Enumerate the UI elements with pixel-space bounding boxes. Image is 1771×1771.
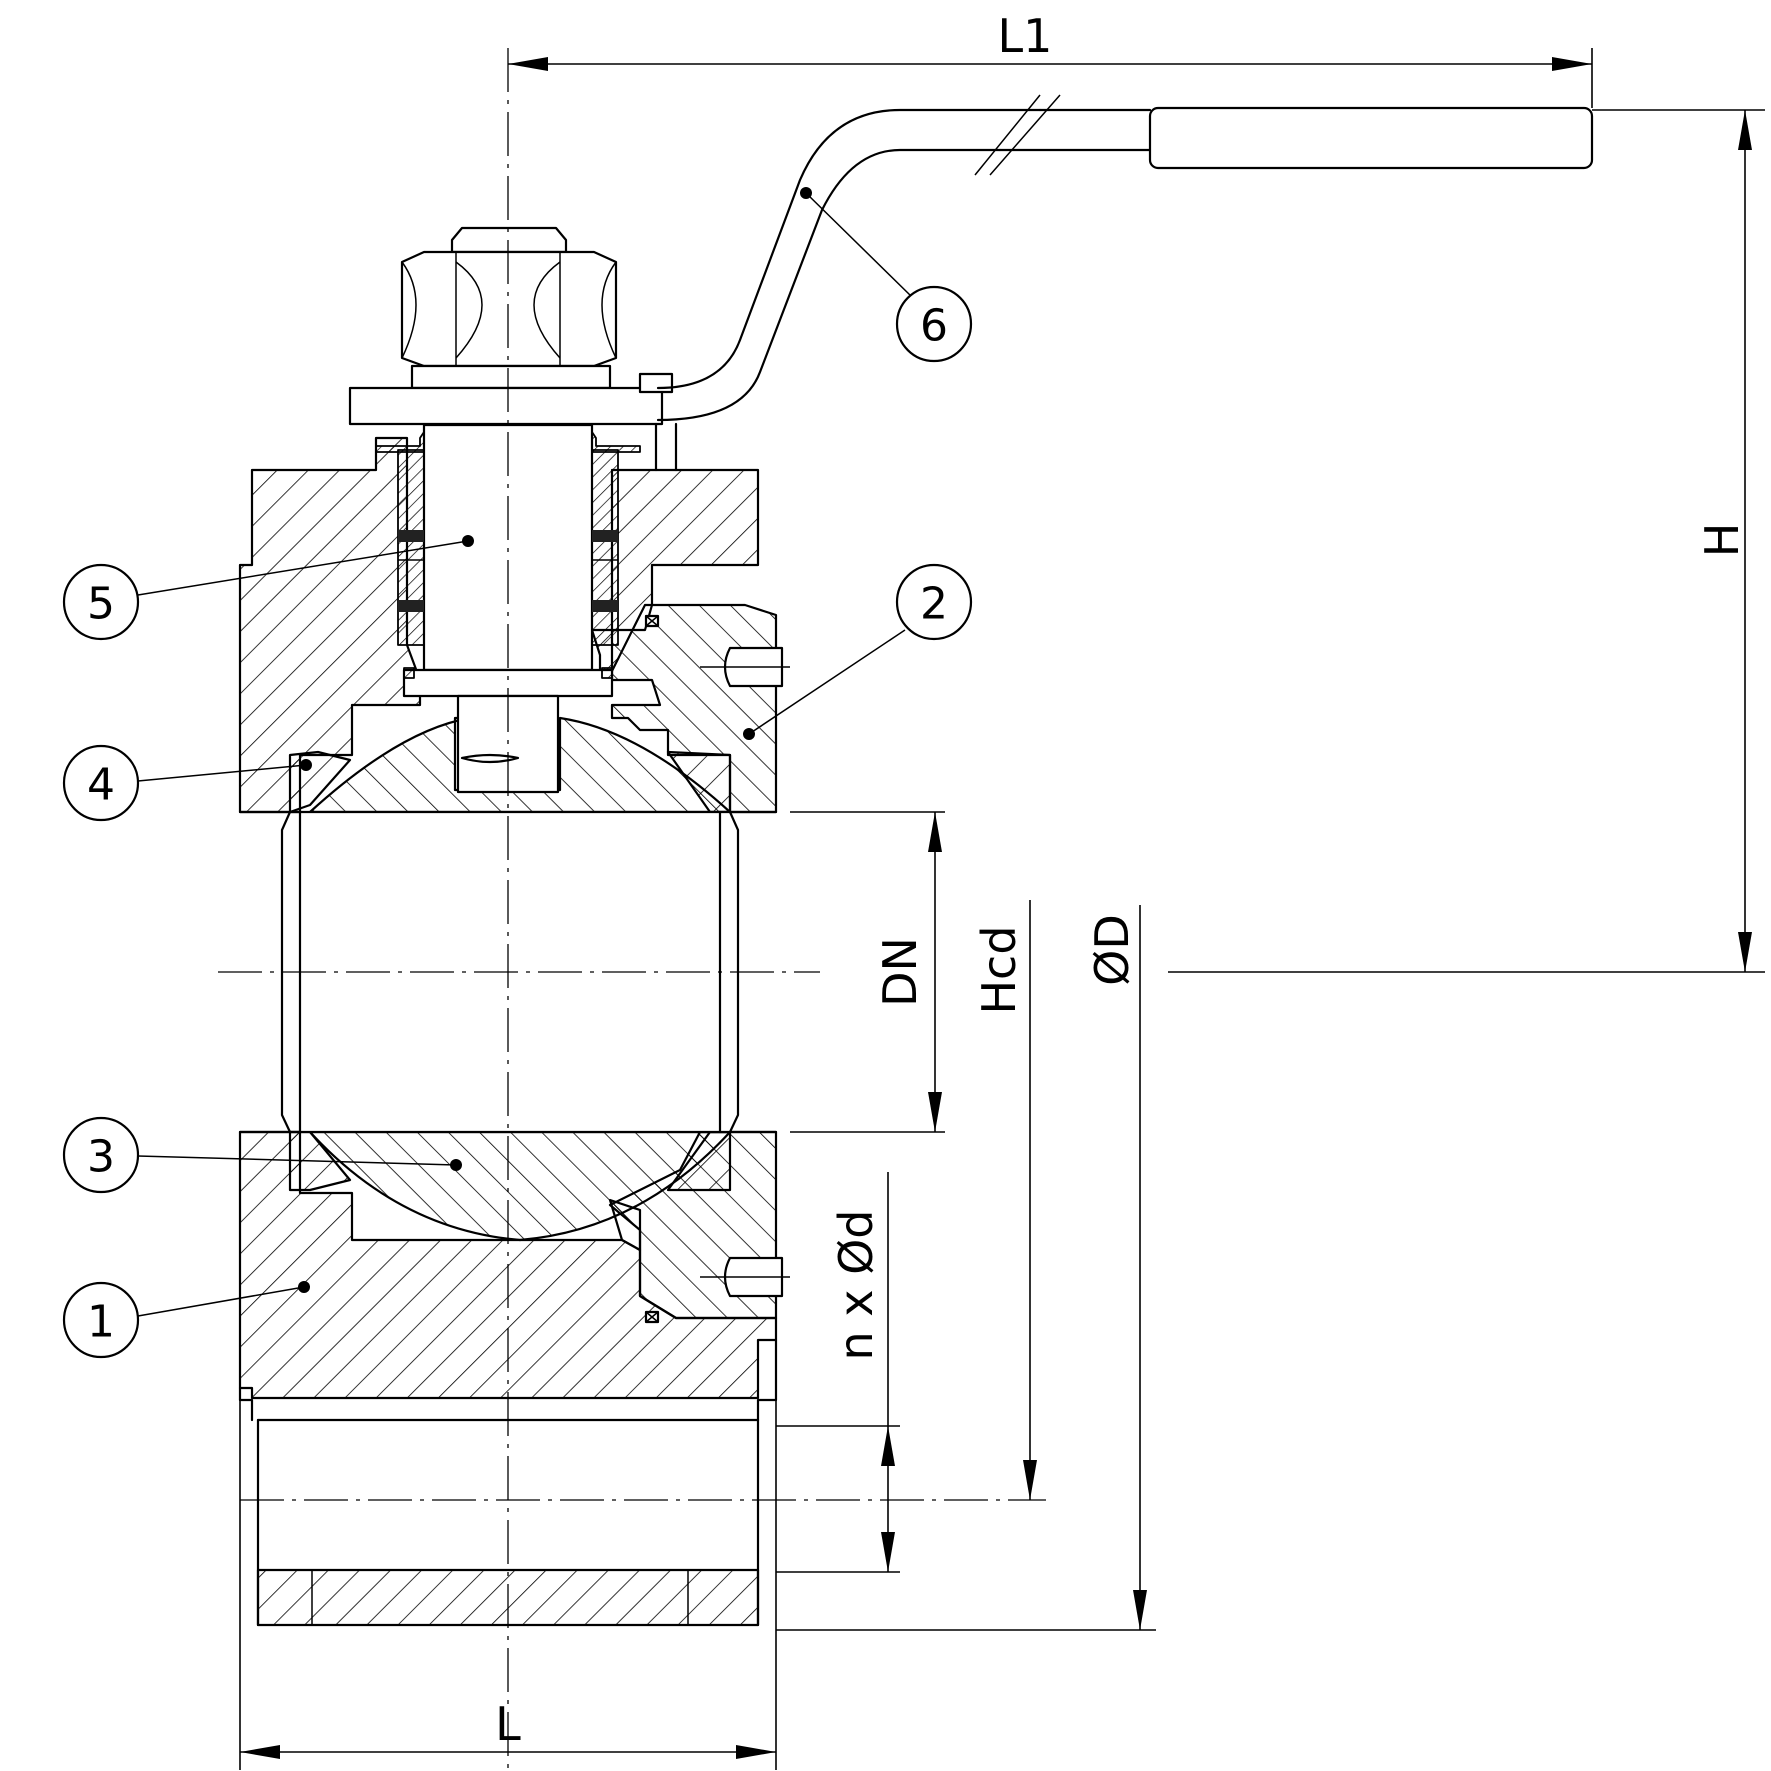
end-connector <box>608 603 790 1324</box>
handle-assembly <box>348 94 1594 472</box>
dimension-D: ØD <box>1085 914 1139 986</box>
balloon-1 <box>62 1281 140 1359</box>
centerlines <box>218 48 1046 1770</box>
dimension-nd: n x Ød <box>829 1209 883 1360</box>
part-number-4: 4 <box>87 760 115 811</box>
dimension-L1: L1 <box>998 9 1053 63</box>
balloon-4 <box>62 744 140 822</box>
part-number-1: 1 <box>87 1297 115 1348</box>
balloon-6 <box>895 285 973 363</box>
part-number-3: 3 <box>87 1132 115 1183</box>
part-number-2: 2 <box>920 579 948 630</box>
part-number-6: 6 <box>920 301 948 352</box>
balloon-3 <box>62 1116 140 1194</box>
dimension-L: L <box>495 1697 521 1751</box>
dimension-Hcd: Hcd <box>972 925 1026 1014</box>
part-callouts: 6 5 2 4 3 1 <box>62 187 973 1359</box>
dimensions: L1 H DN Hcd ØD n x Ød <box>239 9 1765 1770</box>
part-number-5: 5 <box>87 579 115 630</box>
balloon-2 <box>895 563 973 641</box>
dimension-DN: DN <box>873 937 927 1007</box>
dimension-H: H <box>1695 523 1749 558</box>
balloon-5 <box>62 563 140 641</box>
